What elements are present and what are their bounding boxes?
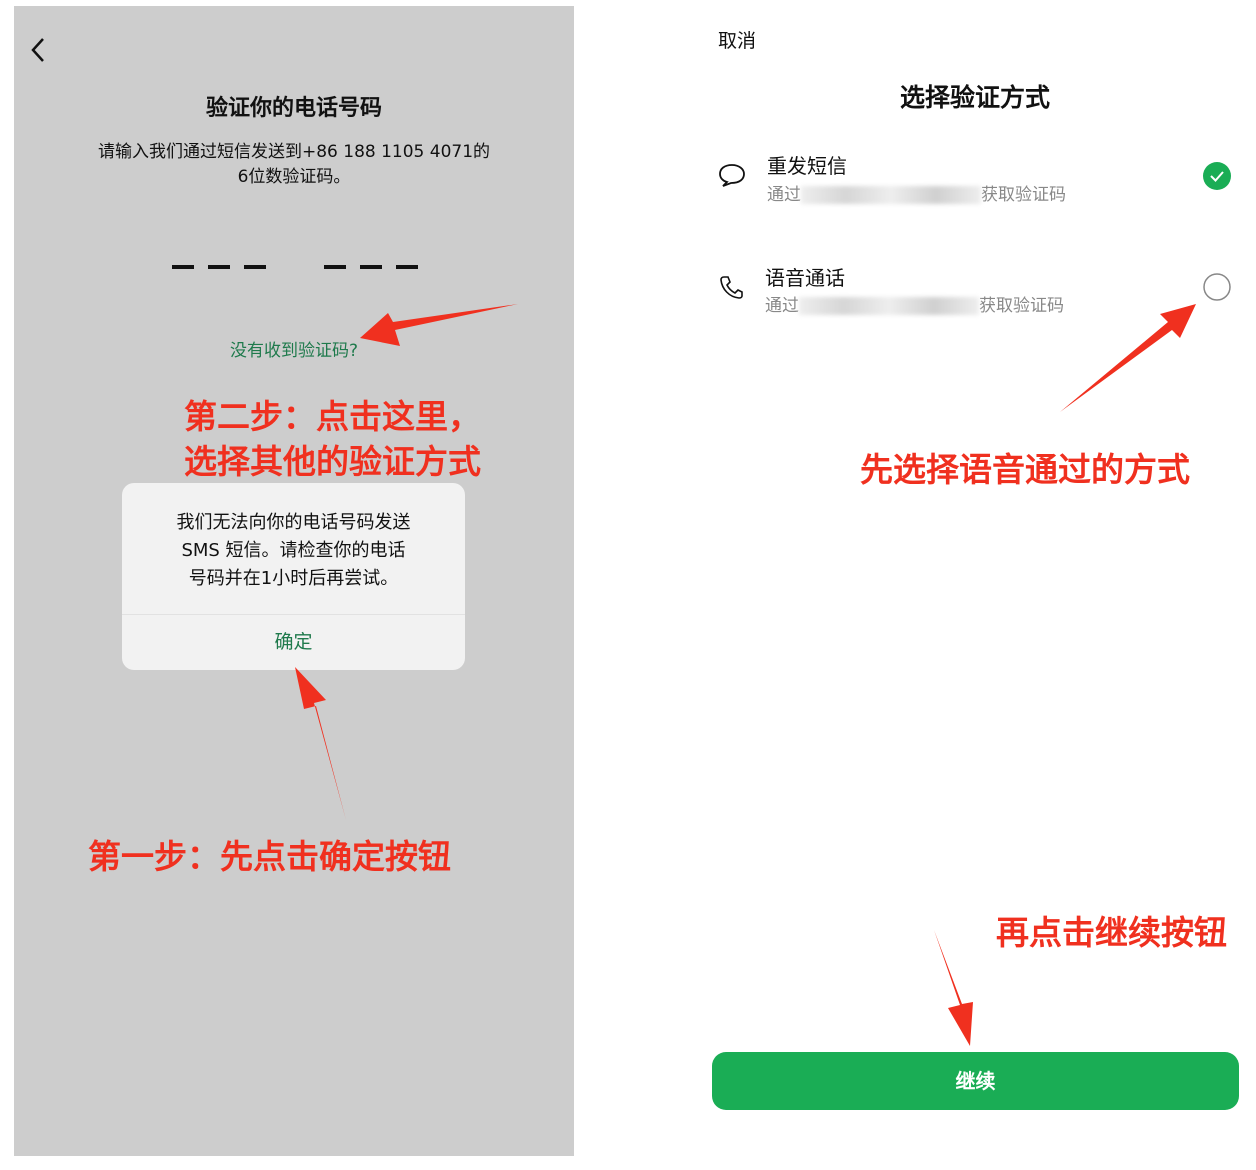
description-line1: 请输入我们通过短信发送到+86 188 1105 4071的 (97, 142, 491, 162)
no-code-link[interactable]: 没有收到验证码? (229, 341, 359, 361)
ok-button[interactable]: 确定 (274, 631, 313, 653)
alert-dialog: 我们无法向你的电话号码发送 SMS 短信。请检查你的电话 号码并在1小时后再尝试… (122, 483, 465, 670)
dialog-line2: SMS 短信。请检查你的电话 (181, 540, 406, 561)
annotation-click-continue: 再点击继续按钮 (996, 913, 1227, 952)
annotation-step2-line2: 选择其他的验证方式 (184, 442, 481, 481)
redacted-blur (801, 186, 981, 204)
option-sub-prefix: 通过 (765, 296, 799, 316)
divider (122, 614, 465, 615)
chevron-left-icon (31, 38, 44, 62)
code-input[interactable] (165, 254, 425, 273)
option-label: 重发短信 (767, 154, 847, 178)
cancel-button[interactable]: 取消 (718, 30, 757, 52)
annotation-step1: 第一步：先点击确定按钮 (88, 837, 451, 876)
option-voice-call[interactable]: 语音通话 通过 获取验证码 (716, 262, 1236, 322)
page-title: 验证你的电话号码 (205, 96, 382, 121)
checked-radio-icon[interactable] (1202, 161, 1232, 191)
description: 请输入我们通过短信发送到+86 188 1105 4071的 6位数验证码。 (14, 140, 574, 190)
sheet-title: 选择验证方式 (899, 83, 1050, 112)
continue-button[interactable]: 继续 (712, 1052, 1239, 1110)
option-sms[interactable]: 重发短信 通过 获取验证码 (716, 150, 1236, 210)
chat-bubble-icon (719, 164, 745, 187)
dialog-line1: 我们无法向你的电话号码发送 (176, 512, 411, 533)
annotation-choose-voice: 先选择语音通过的方式 (860, 450, 1190, 489)
arrow-to-continue-button (934, 930, 973, 1046)
dialog-line3: 号码并在1小时后再尝试。 (188, 568, 399, 589)
option-sub-suffix: 获取验证码 (979, 296, 1064, 316)
annotation-step2-line1: 第二步：点击这里， (184, 397, 481, 436)
description-line2: 6位数验证码。 (237, 167, 351, 187)
redacted-blur (799, 297, 979, 315)
option-sub-prefix: 通过 (767, 185, 801, 205)
phone-icon (720, 276, 743, 299)
unchecked-radio-icon[interactable] (1202, 272, 1232, 302)
back-button[interactable] (28, 36, 48, 72)
option-label: 语音通话 (765, 266, 845, 290)
option-sub-suffix: 获取验证码 (981, 185, 1066, 205)
